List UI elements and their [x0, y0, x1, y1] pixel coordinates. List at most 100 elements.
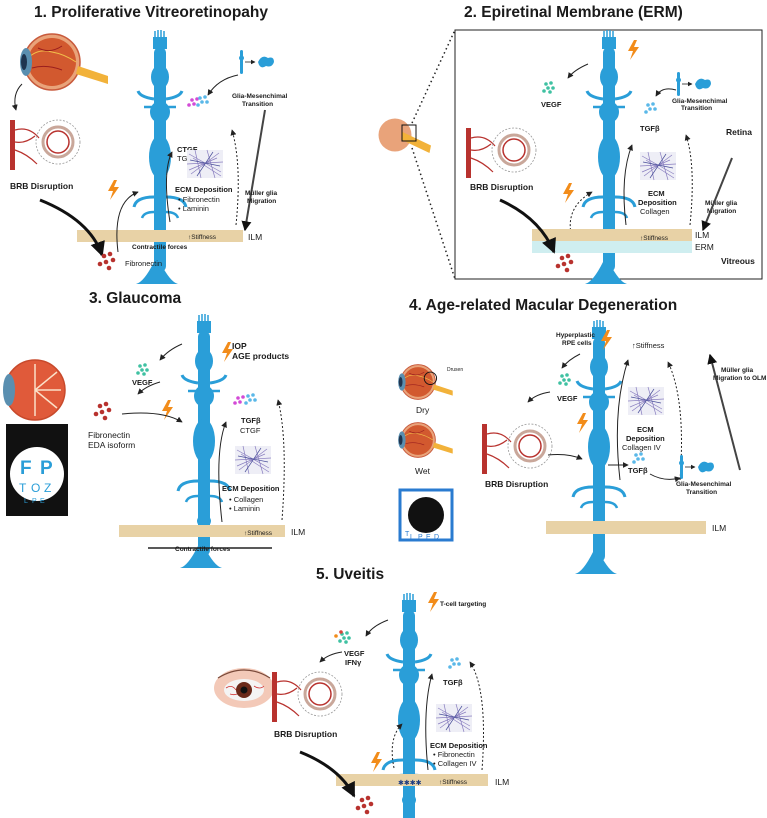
chart-letter: F [20, 458, 32, 479]
glia-mesenchymal-transition-icon [679, 455, 714, 479]
tgfb-dots [244, 393, 257, 405]
p4-tgfb: TGFβ [628, 466, 648, 475]
ecm-mesh-icon [234, 445, 272, 475]
vegf-dots [542, 81, 555, 94]
p5-vegf: VEGF [344, 649, 365, 658]
ctgf-dots [233, 395, 245, 405]
p1-gmt-1: Glia-Mesenchimal [232, 93, 287, 100]
fibronectin-dots [555, 253, 574, 273]
arrow [623, 144, 633, 226]
p2-ilm: ILM [695, 230, 709, 240]
p3-ilm: ILM [291, 527, 305, 537]
p2-ecm-2: Deposition [638, 198, 677, 207]
tgfb-dots [196, 95, 209, 107]
panel-5-uveitis: 5. Uveitis T-cell targeting VEGF IFNγ TG… [214, 566, 509, 818]
p4-vegf: VEGF [557, 394, 578, 403]
p5-ilm: ILM [495, 777, 509, 787]
ifn-dot [339, 630, 343, 634]
migration-arrow [241, 109, 266, 232]
p4-dry: Dry [416, 405, 430, 415]
p4-brb: BRB Disruption [485, 479, 548, 489]
p3-ecm: ECM Deposition [222, 484, 280, 493]
p3-tgfb: TGFβ [241, 416, 261, 425]
p1-ecm: ECM Deposition [175, 185, 233, 194]
p4-drusen: Drusen [447, 367, 463, 373]
p3-iop: IOP [232, 341, 247, 351]
eye-illustration-icon [19, 33, 109, 91]
arrow [121, 412, 183, 423]
arrow [684, 134, 693, 226]
t-cell-stars: ✱✱✱✱ [398, 779, 422, 787]
fibronectin-dots [93, 401, 112, 421]
p4-muller-2: Migration to OLM [713, 375, 766, 382]
glaucoma-eye-icon [3, 359, 66, 421]
vegf-dots [136, 363, 149, 376]
p5-brb: BRB Disruption [274, 729, 337, 739]
p2-vitreous: Vitreous [721, 256, 755, 266]
central-scotoma [408, 497, 444, 533]
erm-layer [532, 241, 692, 253]
arrow [276, 399, 285, 521]
migration-arrow [701, 157, 733, 232]
vessel-leak-arrow [499, 198, 556, 254]
vision-chart-circle [10, 447, 64, 501]
panel-3-title: 3. Glaucoma [89, 290, 182, 307]
p2-tgfb: TGFβ [640, 124, 660, 133]
p4-stiffness: ↑Stiffness [632, 341, 665, 350]
arrow [649, 473, 681, 483]
arrow [116, 191, 139, 253]
tgfb-dots [632, 452, 645, 464]
p2-muller-1: Müller glia [705, 200, 738, 207]
chart-letter: T [19, 481, 27, 495]
panel-4-amd: 4. Age-related Macular Degeneration Hype… [397, 297, 766, 576]
panel-2-epiretinal-membrane: 2. Epiretinal Membrane (ERM) VEGF Glia-M… [378, 4, 763, 286]
p1-stiffness: ↑Stiffness [188, 234, 217, 241]
zoom-box [401, 124, 417, 142]
ilm-layer [119, 525, 285, 537]
p1-muller-2: Migration [247, 198, 276, 205]
lightning-icon [628, 40, 639, 60]
arrow [391, 723, 403, 769]
p3-vegf: VEGF [132, 378, 153, 387]
chart-letter: E [40, 498, 45, 505]
brb-vessel-icon [8, 118, 82, 172]
brb-vessel-icon [270, 670, 344, 724]
arrow [218, 421, 227, 523]
chart-letter: P [418, 534, 423, 541]
ecm-mesh-icon [639, 151, 677, 181]
p1-ecm-item-2: • Laminin [178, 204, 209, 213]
chart-letter: L [410, 534, 414, 541]
migration-arrow [707, 353, 741, 471]
ilm-layer [532, 229, 692, 241]
chart-letter: D [434, 534, 439, 541]
vegf-dots [558, 373, 571, 386]
arrow [11, 83, 23, 111]
p1-ilm: ILM [248, 232, 262, 242]
p1-ctgf: CTGF [177, 145, 198, 154]
p5-stiffness: ↑Stiffness [439, 779, 468, 786]
eye-side-icon [378, 118, 431, 153]
ifn-dot [334, 634, 338, 638]
p2-gmt-1: Glia-Mesenchimal [672, 98, 727, 105]
p1-muller-1: Müller glia [245, 190, 278, 197]
panel-2-title: 2. Epiretinal Membrane (ERM) [464, 4, 683, 21]
vessel-leak-arrow [39, 198, 105, 257]
arrow [616, 359, 630, 481]
p4-wet: Wet [415, 466, 431, 476]
arrow [159, 343, 183, 361]
p4-muller-1: Müller glia [721, 367, 754, 374]
arrow [655, 88, 677, 97]
arrow [230, 129, 239, 226]
p5-ifn: IFNγ [345, 658, 362, 667]
arrow [165, 151, 173, 223]
p2-gmt-2: Transition [681, 105, 712, 112]
chart-letter: T [405, 531, 410, 538]
p4-ecm-1: ECM [637, 425, 654, 434]
tgfb-dots [448, 657, 461, 669]
ecm-mesh-icon [186, 149, 224, 179]
p3-ctgf: CTGF [240, 426, 261, 435]
p2-brb: BRB Disruption [470, 182, 533, 192]
arrow [365, 619, 389, 637]
tgfb-dots [644, 102, 657, 114]
